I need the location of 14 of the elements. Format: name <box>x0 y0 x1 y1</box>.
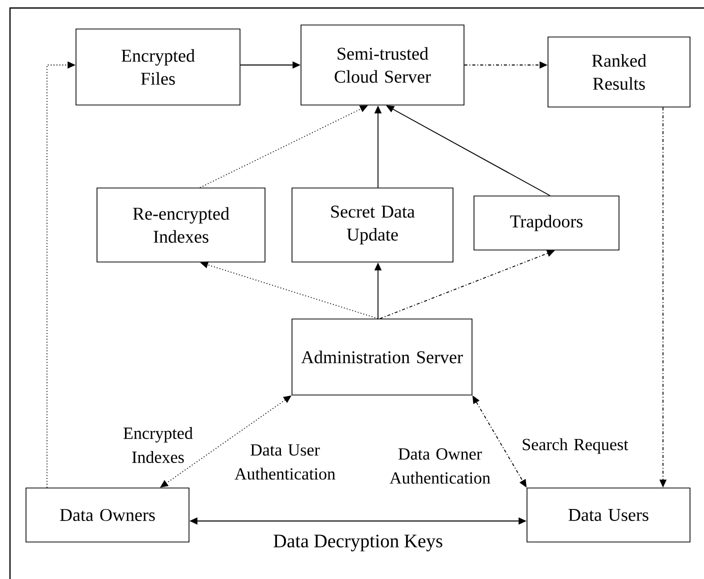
process-box: Administration Server <box>292 318 472 396</box>
annotation-label: Search Request <box>522 438 628 454</box>
process-box: Data Users <box>526 488 690 542</box>
annotation-label: Data User Authentication <box>234 444 336 480</box>
process-box: Trapdoors <box>474 196 620 250</box>
process-box: Secret Data Update <box>292 188 454 262</box>
process-box: Semi-trusted Cloud Server <box>300 24 464 106</box>
annotation-label: Encrypted Indexes <box>124 427 193 463</box>
process-box: Re-encrypted Indexes <box>96 188 266 262</box>
process-box: Encrypted Files <box>76 28 240 106</box>
process-box: Ranked Results <box>548 36 690 108</box>
process-box: Data Owners <box>26 488 190 542</box>
annotation-label: Data Owner Authentication <box>390 448 490 484</box>
edge-label: Data Decryption Keys <box>272 534 444 552</box>
